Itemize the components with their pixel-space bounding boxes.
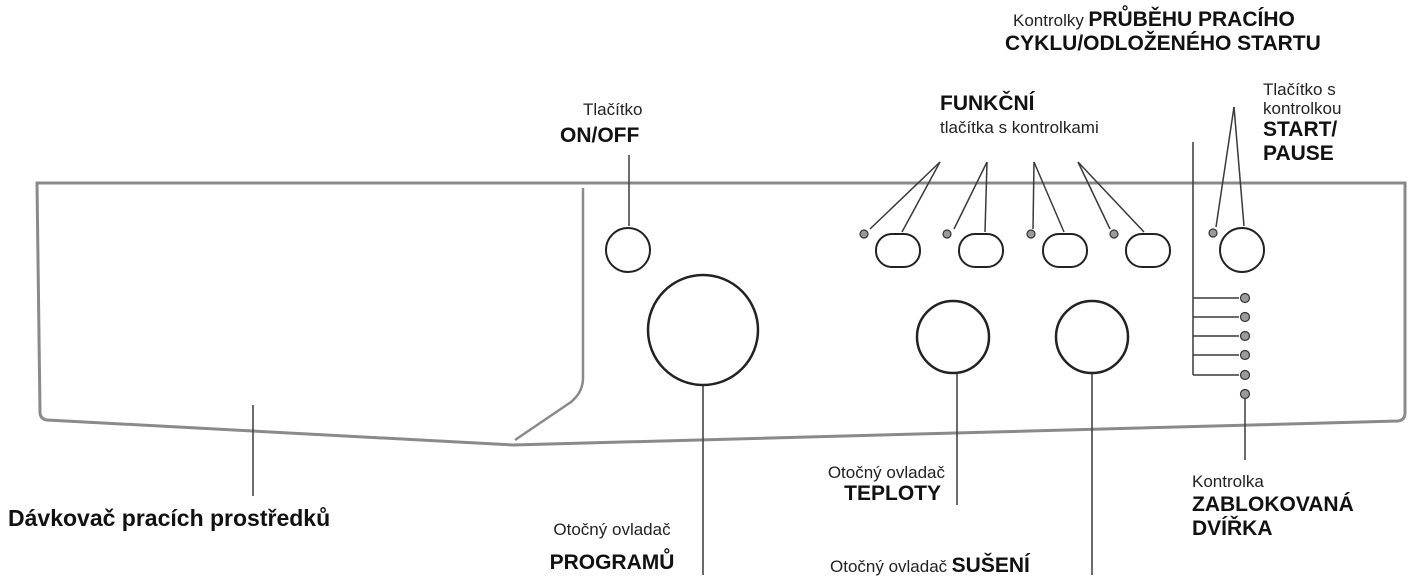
label-suseni: Otočný ovladač SUŠENÍ xyxy=(830,554,1030,578)
cycle-progress-leds xyxy=(1192,142,1239,376)
label-dvirka-line1: Kontrolka xyxy=(1192,472,1264,491)
label-start-line2: kontrolkou xyxy=(1263,99,1342,119)
function-led-4 xyxy=(1109,229,1119,239)
label-suseni-prefix: Otočný ovladač xyxy=(830,557,948,576)
progress-led-3 xyxy=(1239,330,1251,342)
function-buttons xyxy=(859,229,1171,268)
leader-lines xyxy=(252,106,1246,575)
function-led-2 xyxy=(942,229,952,239)
leader-funkcni-1a xyxy=(869,161,941,230)
drying-dial[interactable] xyxy=(1054,299,1130,375)
label-programu-line1: Otočný ovladač xyxy=(553,520,671,539)
progress-led-4 xyxy=(1239,349,1251,361)
on-off-button[interactable] xyxy=(605,227,651,273)
function-button-2[interactable] xyxy=(958,233,1004,268)
label-teploty: Otočný ovladač TEPLOTY xyxy=(807,463,945,506)
label-start: Tlačítko s kontrolkou START/ PAUSE xyxy=(1263,80,1341,165)
leader-start-a xyxy=(1215,106,1235,228)
label-teploty-line2: TEPLOTY xyxy=(844,482,941,506)
function-button-4[interactable] xyxy=(1125,233,1171,268)
label-programu-line2: PROGRAMŮ xyxy=(549,551,675,575)
progress-led-2 xyxy=(1239,311,1251,323)
progress-led-1 xyxy=(1239,292,1251,304)
label-funkcni: FUNKČNÍ tlačítka s kontrolkami xyxy=(940,92,1099,137)
temperature-dial[interactable] xyxy=(915,299,991,375)
label-dvirka: Kontrolka ZABLOKOVANÁ DVÍŘKA xyxy=(1192,472,1354,540)
progress-led-5 xyxy=(1239,369,1251,381)
function-led-3 xyxy=(1026,229,1036,239)
leader-start-b xyxy=(1233,106,1245,227)
start-pause-led xyxy=(1208,228,1218,238)
label-progress-bold1: PRŮBĚHU PRACÍHO xyxy=(1088,8,1295,31)
leader-funkcni-3b xyxy=(1033,161,1065,233)
label-davkovac-text: Dávkovač pracích prostředků xyxy=(8,505,331,531)
label-dvirka-line3: DVÍŘKA xyxy=(1192,516,1273,540)
leader-funkcni-2a xyxy=(953,161,988,230)
function-button-1[interactable] xyxy=(875,233,921,268)
label-onoff: Tlačítko ON/OFF xyxy=(560,100,643,148)
leader-funkcni-4a xyxy=(1077,161,1111,230)
leader-funkcni-2b xyxy=(984,161,988,233)
label-onoff-line2: ON/OFF xyxy=(560,124,640,148)
label-funkcni-line2: tlačítka s kontrolkami xyxy=(940,117,1099,137)
label-progress-prefix: Kontrolky xyxy=(1013,11,1084,30)
label-onoff-line1: Tlačítko xyxy=(583,100,643,119)
label-progress: Kontrolky PRŮBĚHU PRACÍHO CYKLU/ODLOŽENÉ… xyxy=(1005,8,1321,55)
label-funkcni-line1: FUNKČNÍ xyxy=(940,92,1035,115)
detergent-drawer-edge xyxy=(514,188,585,442)
program-dial[interactable] xyxy=(646,273,760,387)
leader-funkcni-1b xyxy=(901,161,941,233)
label-progress-bold2: CYKLU/ODLOŽENÉHO STARTU xyxy=(1005,31,1321,55)
leader-funkcni-4b xyxy=(1077,161,1145,233)
label-start-line3: START/ xyxy=(1263,118,1338,142)
function-button-3[interactable] xyxy=(1042,233,1088,268)
label-davkovac: Dávkovač pracích prostředků xyxy=(8,505,331,532)
start-pause-button[interactable] xyxy=(1219,227,1265,273)
label-dvirka-line2: ZABLOKOVANÁ xyxy=(1192,493,1354,517)
label-teploty-line1: Otočný ovladač xyxy=(827,463,945,482)
door-locked-led xyxy=(1239,388,1251,400)
label-programu: Otočný ovladač PROGRAMŮ xyxy=(548,520,676,575)
label-start-line4: PAUSE xyxy=(1263,141,1334,165)
function-led-1 xyxy=(859,229,869,239)
label-suseni-bold: SUŠENÍ xyxy=(951,554,1030,577)
label-start-line1: Tlačítko s xyxy=(1263,80,1336,99)
leader-funkcni-3a xyxy=(1032,161,1035,230)
